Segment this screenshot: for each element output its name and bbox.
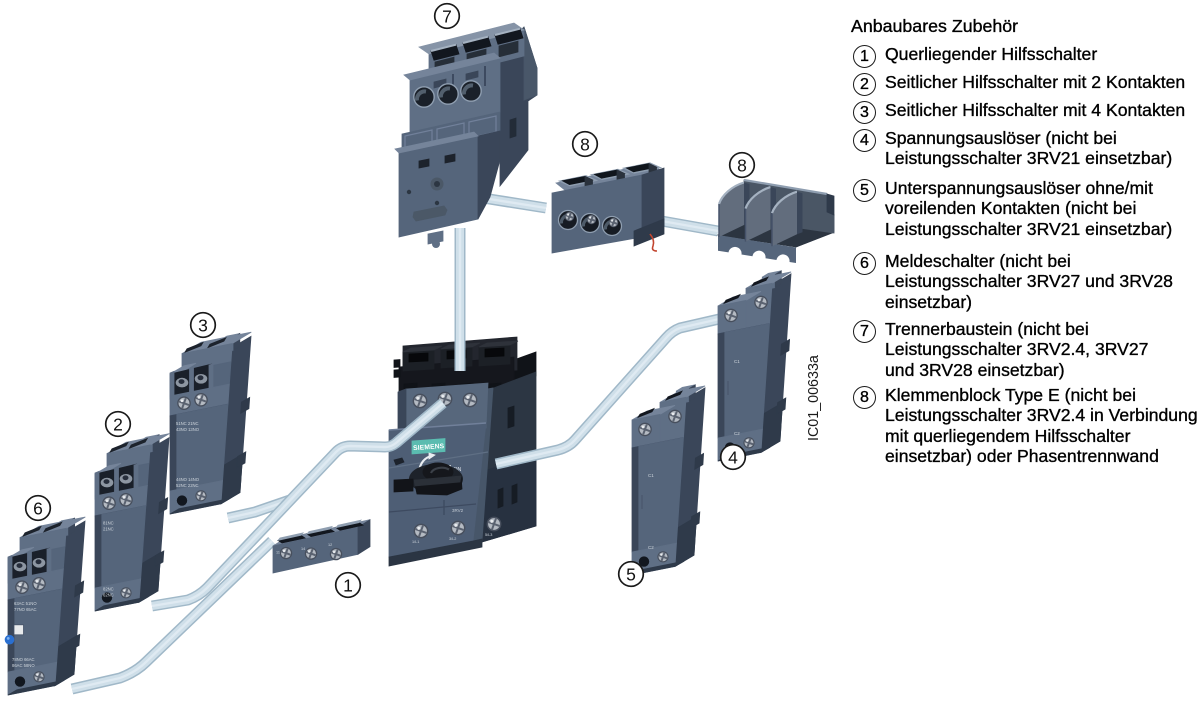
svg-text:21NC: 21NC: [103, 526, 114, 531]
svg-text:2: 2: [113, 415, 123, 435]
svg-text:62NC: 62NC: [103, 592, 114, 597]
svg-text:63AC 51NO: 63AC 51NO: [14, 601, 37, 606]
svg-text:8: 8: [580, 135, 590, 155]
svg-text:1: 1: [343, 576, 353, 596]
svg-text:44NO 14NO: 44NO 14NO: [176, 477, 200, 482]
svg-text:C1: C1: [734, 359, 740, 364]
svg-text:IC01_00633a: IC01_00633a: [806, 355, 822, 441]
svg-text:1/L1: 1/L1: [412, 540, 419, 544]
svg-text:3: 3: [198, 316, 208, 336]
svg-text:C2: C2: [734, 431, 740, 436]
svg-text:5/L3: 5/L3: [485, 533, 492, 537]
svg-text:52NC 22NC: 52NC 22NC: [176, 483, 199, 488]
svg-text:43NO 13NO: 43NO 13NO: [176, 427, 200, 432]
svg-text:SIEMENS: SIEMENS: [413, 443, 445, 452]
svg-text:81NC: 81NC: [103, 520, 114, 525]
svg-text:3/L2: 3/L2: [449, 537, 456, 541]
svg-text:5: 5: [626, 565, 636, 585]
svg-text:4: 4: [728, 448, 738, 468]
svg-text:12: 12: [328, 543, 332, 547]
svg-text:51NC 21NC: 51NC 21NC: [176, 421, 199, 426]
svg-text:3RV2: 3RV2: [452, 508, 464, 513]
svg-text:14: 14: [301, 547, 305, 551]
svg-text:8: 8: [737, 156, 747, 176]
svg-text:86AC 58NO: 86AC 58NO: [12, 663, 35, 668]
svg-text:82NC: 82NC: [103, 586, 114, 591]
svg-text:6: 6: [33, 499, 43, 519]
svg-text:C1: C1: [648, 473, 654, 478]
svg-text:77NO 65AC: 77NO 65AC: [14, 607, 37, 612]
svg-text:7: 7: [442, 7, 452, 27]
svg-text:11: 11: [276, 550, 280, 554]
svg-text:C2: C2: [648, 545, 654, 550]
svg-text:78NO 66AC: 78NO 66AC: [12, 657, 35, 662]
